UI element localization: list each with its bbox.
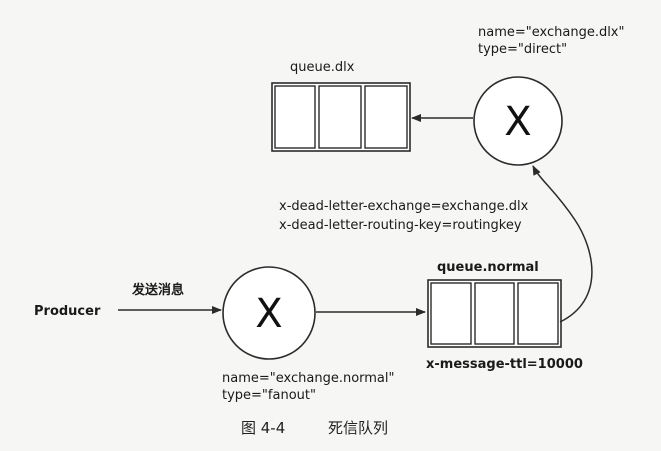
queue-dlx-slot	[364, 85, 408, 149]
queue-dlx-slot	[318, 85, 362, 149]
producer-label: Producer	[34, 304, 101, 319]
queue-dlx-box	[271, 82, 411, 152]
exchange-normal-node	[222, 266, 316, 360]
dead-letter-routing-key-arg: x-dead-letter-routing-key=routingkey	[279, 218, 522, 233]
dead-letter-exchange-arg: x-dead-letter-exchange=exchange.dlx	[279, 199, 529, 214]
queue-normal-slot	[517, 282, 559, 345]
arrow-dead-letter-route	[532, 165, 593, 323]
exchange-normal-symbol: X	[255, 291, 282, 337]
queue-normal-slot	[474, 282, 515, 345]
send-message-label: 发送消息	[131, 282, 184, 298]
queue-normal-ttl: x-message-ttl=10000	[426, 357, 583, 372]
queue-normal-box	[427, 279, 562, 348]
exchange-normal-type: type="fanout"	[222, 388, 316, 403]
queue-dlx-label: queue.dlx	[290, 60, 355, 75]
queue-dlx-slot	[274, 85, 316, 149]
exchange-dlx-symbol: X	[504, 99, 531, 145]
figure-number: 图 4-4	[241, 419, 285, 437]
exchange-dlx-type: type="direct"	[478, 42, 567, 57]
exchange-dlx-node	[473, 76, 563, 166]
queue-normal-slot	[430, 282, 472, 345]
queue-normal-label: queue.normal	[437, 260, 539, 275]
exchange-normal-name: name="exchange.normal"	[222, 371, 394, 386]
figure-title: 死信队列	[328, 419, 388, 437]
exchange-dlx-name: name="exchange.dlx"	[478, 25, 625, 40]
